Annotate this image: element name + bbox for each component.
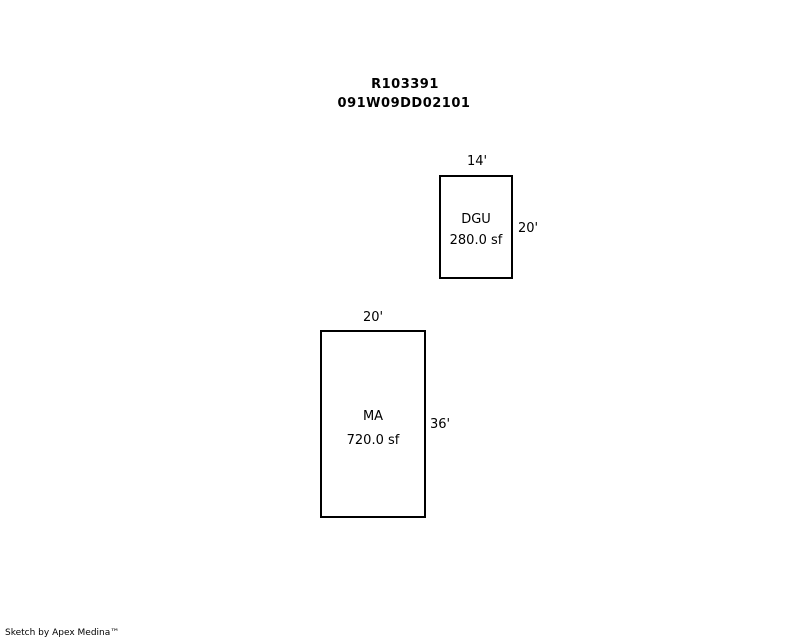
ma-code-label: MA [362,409,384,424]
ma-depth-label: 36' [430,417,451,432]
dgu-area-label: 280.0 sf [449,233,503,248]
sketch-credit: Sketch by Apex Medina™ [5,628,120,638]
dgu-outline [439,175,513,279]
parcel-id: R103391 [371,77,439,92]
dgu-width-label: 14' [466,154,488,169]
dgu-code-label: DGU [461,212,491,227]
ma-width-label: 20' [362,310,384,325]
ma-outline [320,330,426,518]
dgu-depth-label: 20' [518,221,539,236]
map-tax-lot: 091W09DD02101 [337,96,471,111]
ma-area-label: 720.0 sf [346,433,400,448]
